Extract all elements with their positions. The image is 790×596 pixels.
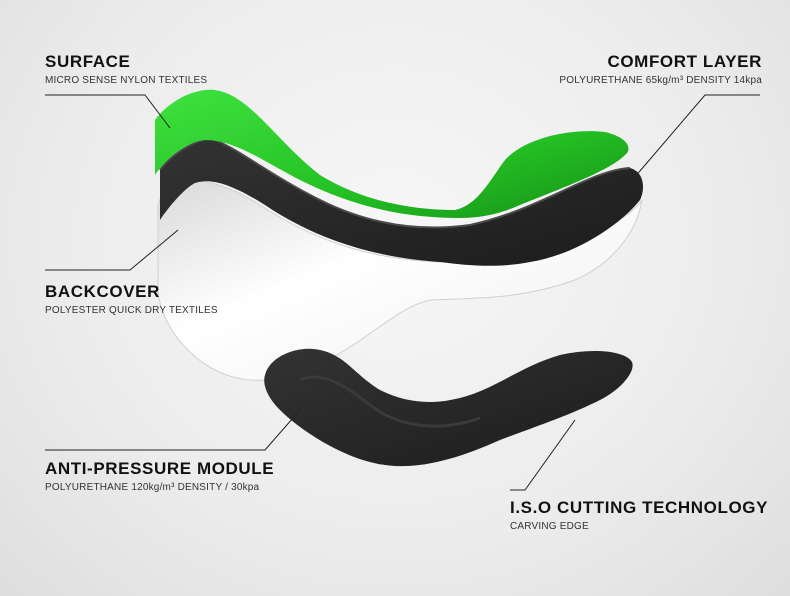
leader-antipressure (45, 409, 301, 451)
leader-iso (510, 419, 576, 491)
comfort-title: COMFORT LAYER (607, 52, 762, 71)
antipressure-label: ANTI-PRESSURE MODULE POLYURETHANE 120kg/… (45, 459, 274, 493)
iso-label: I.S.O CUTTING TECHNOLOGY CARVING EDGE (510, 498, 768, 532)
comfort-subtitle: POLYURETHANE 65kg/m³ DENSITY 14kpa (559, 75, 762, 86)
antipressure-title: ANTI-PRESSURE MODULE (45, 459, 275, 478)
iso-subtitle: CARVING EDGE (510, 521, 589, 532)
leader-comfort (627, 94, 760, 186)
surface-label: SURFACE MICRO SENSE NYLON TEXTILES (45, 52, 207, 86)
surface-title: SURFACE (45, 52, 131, 71)
backcover-label: BACKCOVER POLYESTER QUICK DRY TEXTILES (45, 282, 218, 316)
comfort-foam-layer (160, 139, 643, 266)
leader-backcover (45, 229, 179, 271)
surface-green-layer (155, 89, 629, 218)
anti-pressure-module (264, 348, 633, 467)
surface-subtitle: MICRO SENSE NYLON TEXTILES (45, 75, 208, 86)
iso-title: I.S.O CUTTING TECHNOLOGY (510, 498, 769, 517)
antipressure-subtitle: POLYURETHANE 120kg/m³ DENSITY / 30kpa (45, 482, 260, 493)
backcover-title: BACKCOVER (45, 282, 160, 301)
comfort-label: COMFORT LAYER POLYURETHANE 65kg/m³ DENSI… (559, 52, 762, 86)
backcover-subtitle: POLYESTER QUICK DRY TEXTILES (45, 305, 218, 316)
leader-surface (45, 94, 171, 129)
anti-pressure-highlight (299, 375, 481, 428)
